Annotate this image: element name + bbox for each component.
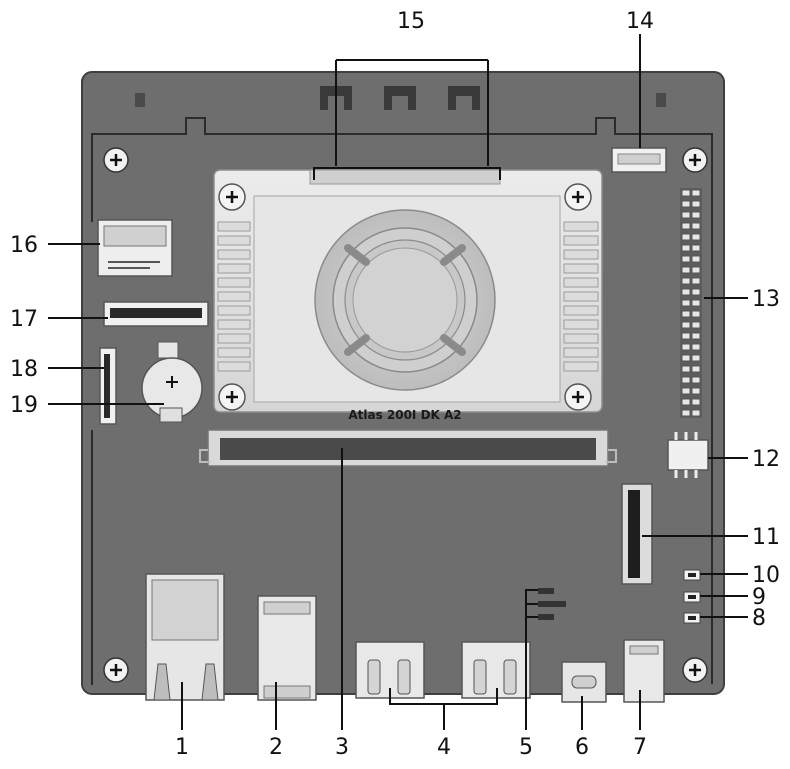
top-clip bbox=[384, 86, 416, 110]
m2-slot bbox=[621, 483, 653, 585]
callout-18: 18 bbox=[10, 357, 38, 382]
power-jack bbox=[623, 639, 665, 703]
led-indicator bbox=[683, 569, 701, 581]
fan-icon bbox=[314, 209, 496, 391]
heatsink-screw-icon bbox=[218, 383, 246, 411]
callout-10: 10 bbox=[752, 563, 780, 588]
callout-13: 13 bbox=[752, 287, 780, 312]
top-tab bbox=[135, 93, 145, 107]
usb-port bbox=[257, 595, 317, 701]
dip-switch-block bbox=[667, 432, 709, 478]
heatsink-screw-icon bbox=[218, 183, 246, 211]
display-connector bbox=[99, 347, 117, 425]
callout-14: 14 bbox=[626, 9, 654, 34]
hdmi-port bbox=[355, 641, 425, 699]
module-connector bbox=[199, 429, 617, 467]
heatsink-screw-icon bbox=[564, 383, 592, 411]
usb-c-port bbox=[561, 661, 607, 703]
callout-1: 1 bbox=[175, 735, 189, 760]
leader-4 bbox=[389, 688, 498, 730]
ethernet-port bbox=[145, 573, 225, 701]
callout-leaders bbox=[48, 34, 748, 730]
callout-15: 15 bbox=[397, 9, 425, 34]
top-clip bbox=[448, 86, 480, 110]
callout-6: 6 bbox=[575, 735, 589, 760]
led-indicator bbox=[683, 591, 701, 603]
callout-19: 19 bbox=[10, 393, 38, 418]
callout-9: 9 bbox=[752, 585, 766, 610]
leader-5 bbox=[525, 589, 538, 730]
mounting-screw-icon bbox=[682, 657, 708, 683]
callout-3: 3 bbox=[335, 735, 349, 760]
callout-17: 17 bbox=[10, 307, 38, 332]
module-silkscreen-label: Atlas 200I DK A2 bbox=[348, 408, 461, 422]
callout-12: 12 bbox=[752, 447, 780, 472]
mounting-screw-icon bbox=[103, 147, 129, 173]
top-tab bbox=[656, 93, 666, 107]
callout-numbers: 15 14 16 17 18 19 13 12 11 10 9 8 1 2 3 … bbox=[10, 9, 780, 760]
callout-7: 7 bbox=[633, 735, 647, 760]
callout-4: 4 bbox=[437, 735, 451, 760]
callout-11: 11 bbox=[752, 525, 780, 550]
board-inner-edge bbox=[91, 117, 713, 684]
callout-16: 16 bbox=[10, 233, 38, 258]
camera-connector bbox=[103, 301, 209, 327]
callout-5: 5 bbox=[519, 735, 533, 760]
compute-module-heatsink bbox=[213, 169, 603, 413]
mounting-screw-icon bbox=[103, 657, 129, 683]
gpio-header bbox=[680, 188, 702, 418]
mounting-screw-icon bbox=[682, 147, 708, 173]
jumper-pins bbox=[538, 588, 566, 620]
callout-8: 8 bbox=[752, 606, 766, 631]
callout-2: 2 bbox=[269, 735, 283, 760]
led-indicator bbox=[683, 612, 701, 624]
heatsink-screw-icon bbox=[564, 183, 592, 211]
fan-connector bbox=[611, 147, 667, 173]
leader-15 bbox=[313, 59, 501, 180]
top-clip bbox=[320, 86, 352, 110]
sd-card-slot bbox=[97, 219, 173, 277]
